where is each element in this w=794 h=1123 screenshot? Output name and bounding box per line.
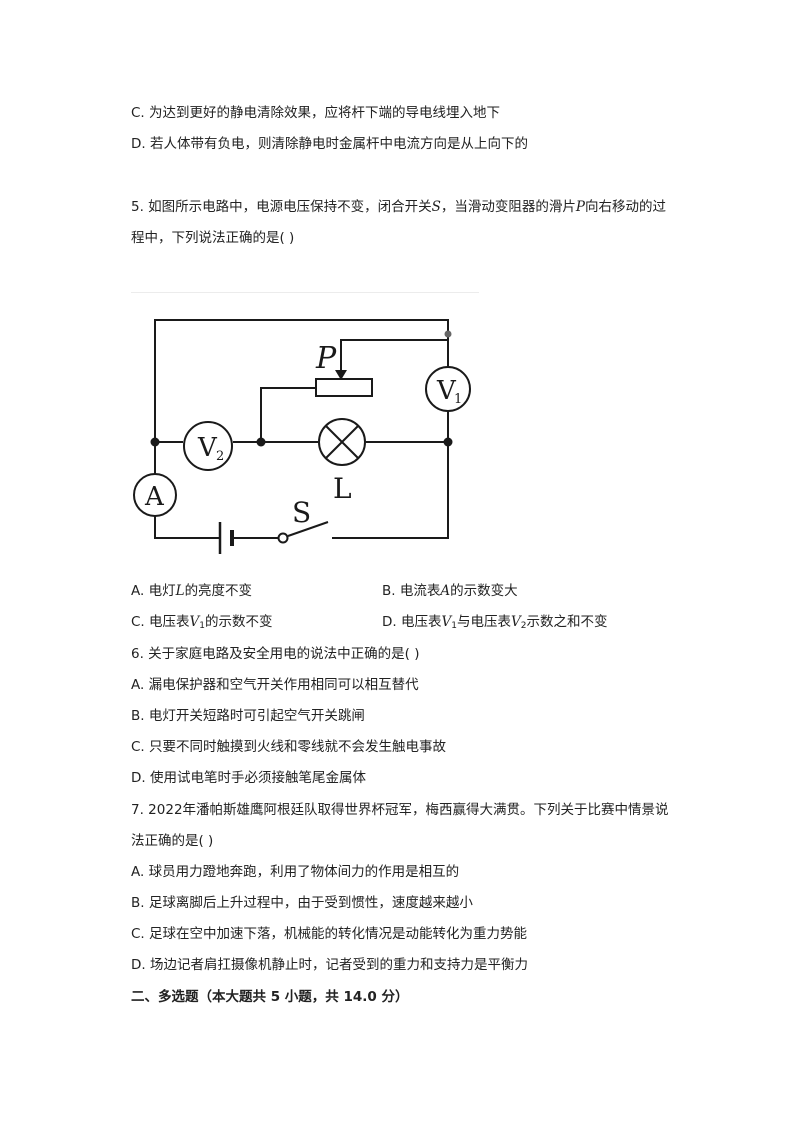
lamp-symbol	[318, 418, 366, 466]
q4-option-c: C. 为达到更好的静电清除效果，应将杆下端的导电线埋入地下	[131, 105, 501, 121]
section-2-heading: 二、多选题（本大题共 5 小题，共 14.0 分）	[131, 989, 409, 1005]
q5-option-d-sub2: 2	[520, 621, 527, 631]
q5-stem-var-p: P	[575, 199, 586, 215]
q5-option-c: C. 电压表V1的示数不变	[131, 613, 273, 635]
q5-stem-var-s: S	[431, 199, 441, 215]
circuit-diagram: V 2 V 1 A P L S	[133, 319, 471, 554]
node-right	[443, 437, 453, 447]
lamp-label-l: L	[333, 472, 352, 505]
voltmeter-v1	[425, 366, 471, 412]
q5-option-d: D. 电压表V1与电压表V2示数之和不变	[382, 613, 607, 635]
switch-pivot	[277, 532, 289, 544]
v1-subscript: 1	[454, 392, 462, 407]
q7-option-b: B. 足球离脚后上升过程中，由于受到惯性，速度越来越小	[131, 895, 473, 911]
q7-option-a: A. 球员用力蹬地奔跑，利用了物体间力的作用是相互的	[131, 864, 460, 880]
wire-ammeter-to-battery	[154, 516, 220, 539]
q5-option-a: A. 电灯L的亮度不变	[131, 582, 252, 600]
wire-slider	[340, 339, 448, 374]
node-middle	[256, 437, 266, 447]
slider-arrow	[335, 370, 347, 380]
switch-blade	[287, 521, 329, 537]
q5-option-a-var: L	[175, 583, 185, 599]
wire-top-loop	[154, 319, 449, 446]
q5-option-c-text2: 的示数不变	[205, 614, 273, 630]
q5-option-c-var: V	[189, 614, 200, 630]
q5-option-b: B. 电流表A的示数变大	[382, 582, 518, 600]
q5-option-b-text2: 的示数变大	[450, 583, 518, 599]
q5-option-a-text2: 的亮度不变	[184, 583, 253, 599]
q6-stem: 6. 关于家庭电路及安全用电的说法中正确的是( )	[131, 646, 420, 662]
q5-option-d-text2: 示数之和不变	[526, 614, 608, 630]
q6-option-c: C. 只要不同时触摸到火线和零线就不会发生触电事故	[131, 739, 447, 755]
q5-stem-line2: 程中，下列说法正确的是( )	[131, 230, 295, 246]
wire-right-bottom	[332, 442, 449, 539]
q6-option-b: B. 电灯开关短路时可引起空气开关跳闸	[131, 708, 365, 724]
slider-label-p: P	[315, 341, 337, 376]
q5-option-c-text: C. 电压表	[131, 614, 190, 630]
q5-stem-text-a: 5. 如图所示电路中，电源电压保持不变，闭合开关	[131, 199, 432, 215]
q7-option-c: C. 足球在空中加速下落，机械能的转化情况是动能转化为重力势能	[131, 926, 528, 942]
q6-option-d: D. 使用试电笔时手必须接触笔尾金属体	[131, 770, 366, 786]
node-top-right	[444, 330, 452, 338]
q5-option-d-mid: 与电压表	[456, 614, 511, 630]
ammeter-letter: A	[144, 482, 165, 512]
rheostat-resistor	[315, 378, 373, 397]
q7-stem-line1: 7. 2022年潘帕斯雄鹰阿根廷队取得世界杯冠军，梅西赢得大满贯。下列关于比赛中…	[131, 802, 669, 818]
q5-option-a-text: A. 电灯	[131, 583, 176, 599]
q5-stem-text-c: 向右移动的过	[585, 199, 667, 215]
v1-letter: V	[436, 376, 457, 406]
q5-option-d-var1: V	[441, 614, 452, 630]
q6-option-a: A. 漏电保护器和空气开关作用相同可以相互替代	[131, 677, 419, 693]
q7-stem-line2: 法正确的是( )	[131, 833, 214, 849]
q4-option-d: D. 若人体带有负电，则清除静电时金属杆中电流方向是从上向下的	[131, 136, 528, 152]
wire-rheostat	[260, 387, 316, 442]
q5-option-d-text: D. 电压表	[382, 614, 442, 630]
switch-label-s: S	[292, 496, 311, 529]
voltmeter-v2	[183, 421, 233, 471]
node-left	[150, 437, 160, 447]
ammeter	[133, 473, 177, 517]
q5-option-c-sub: 1	[199, 621, 205, 631]
v2-subscript: 2	[216, 449, 224, 464]
q5-option-d-var2: V	[510, 614, 521, 630]
q5-option-b-text: B. 电流表	[382, 583, 441, 599]
q7-option-d: D. 场边记者肩扛摄像机静止时，记者受到的重力和支持力是平衡力	[131, 957, 528, 973]
q5-stem-line1: 5. 如图所示电路中，电源电压保持不变，闭合开关S，当滑动变阻器的滑片P向右移动…	[131, 198, 666, 216]
figure-divider	[131, 292, 479, 293]
v2-letter: V	[197, 433, 218, 463]
q5-stem-text-b: ，当滑动变阻器的滑片	[440, 199, 576, 215]
q5-option-d-sub1: 1	[451, 621, 457, 631]
q5-option-b-var: A	[440, 583, 451, 599]
